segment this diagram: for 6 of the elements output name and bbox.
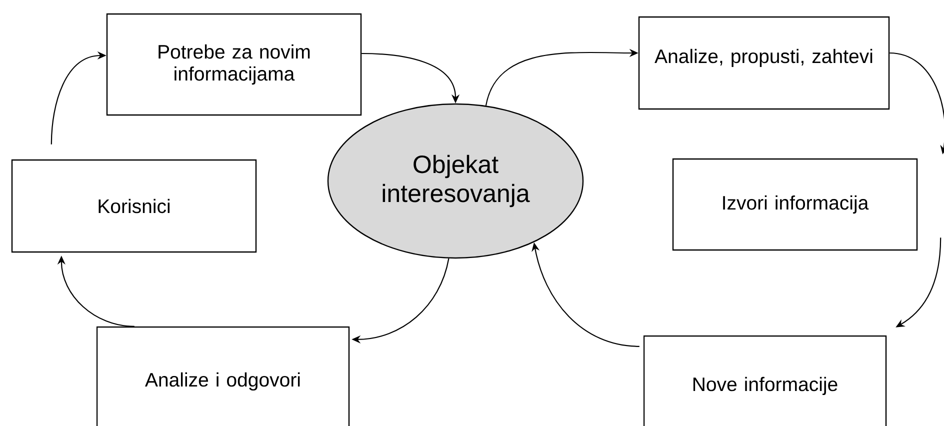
process-box: Analize i odgovori (96, 326, 350, 426)
process-box: Analize, propusti, zahtevi (638, 16, 890, 110)
process-box: Izvori informacija (672, 158, 918, 251)
process-box: Nove informacije (643, 335, 887, 426)
process-box: Potrebe za novim informacijama (106, 13, 362, 116)
process-box: Korisnici (11, 159, 257, 253)
